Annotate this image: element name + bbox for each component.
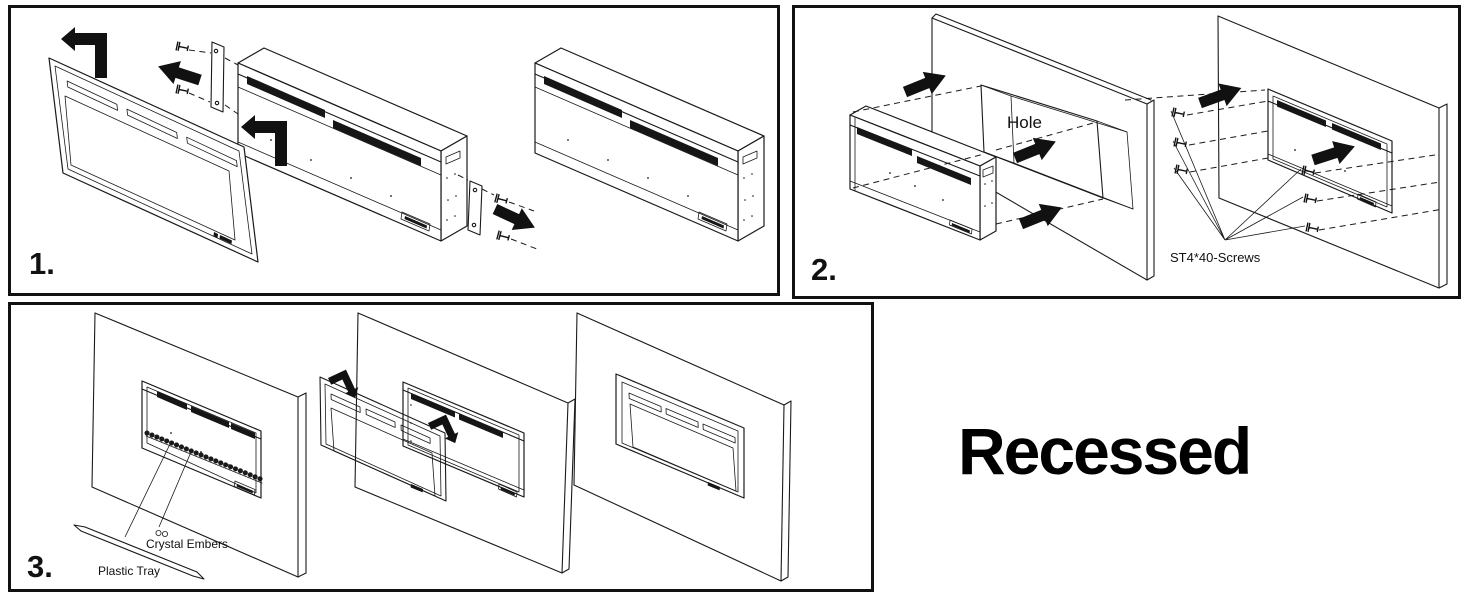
screw-icon [1303,193,1318,205]
fireplace-unit [849,105,997,241]
step-number: 3. [27,549,53,584]
screw-icon [494,193,509,206]
mounting-bracket-right [467,180,483,236]
glass-front-panel [319,376,447,502]
crystal-embers-label: Crystal Embers [146,537,229,551]
screw-callout-lines [1170,110,1306,241]
insert-arrow-icon [1010,130,1061,170]
plastic-tray [73,524,205,580]
hole-label: Hole [1007,113,1042,132]
step-1-panel: 1. [8,5,780,296]
insert-arrow-icon [1195,76,1246,115]
screw-icon [1174,164,1189,176]
recessed-unit-mid [402,381,525,498]
brand-logo [219,235,232,244]
screws-label: ST4*40-Screws [1170,250,1261,265]
step-3-diagram [73,312,792,582]
wall-right [573,312,792,582]
fireplace-unit [237,47,468,242]
step-2-diagram [849,13,1448,289]
step-2-panel: 2. Hole ST4*40-Screws [792,5,1461,299]
callout-line [158,451,192,528]
step-number: 2. [811,252,837,287]
finished-fireplace [615,373,745,499]
glass-front-panel [48,57,259,263]
crystal-embers-row [144,430,266,483]
screw-icon [1171,107,1186,119]
page-title: Recessed [958,414,1252,488]
wall-with-hole [931,13,1155,281]
brand-logo [213,232,218,238]
ember-glyph [155,529,168,537]
remove-arrow-icon [489,198,540,239]
brand-logo [707,482,720,491]
recessed-unit-open [141,380,266,499]
wall-middle [354,312,576,574]
wall-recessed [1217,15,1448,289]
mounting-bracket-left [210,41,225,113]
step-number: 1. [29,246,55,281]
step-3-panel: 3. Crystal Embers Plastic Tray [8,302,874,592]
screw-icon [496,230,511,243]
plastic-tray-label: Plastic Tray [98,564,161,578]
step-1-diagram [48,27,765,263]
fireplace-unit [534,47,765,242]
wall-left [91,312,307,578]
brand-logo [410,484,423,493]
callout-line [124,441,172,538]
screw-icon [1305,222,1320,234]
screw-icon [175,84,190,96]
screw-icon [175,41,190,53]
